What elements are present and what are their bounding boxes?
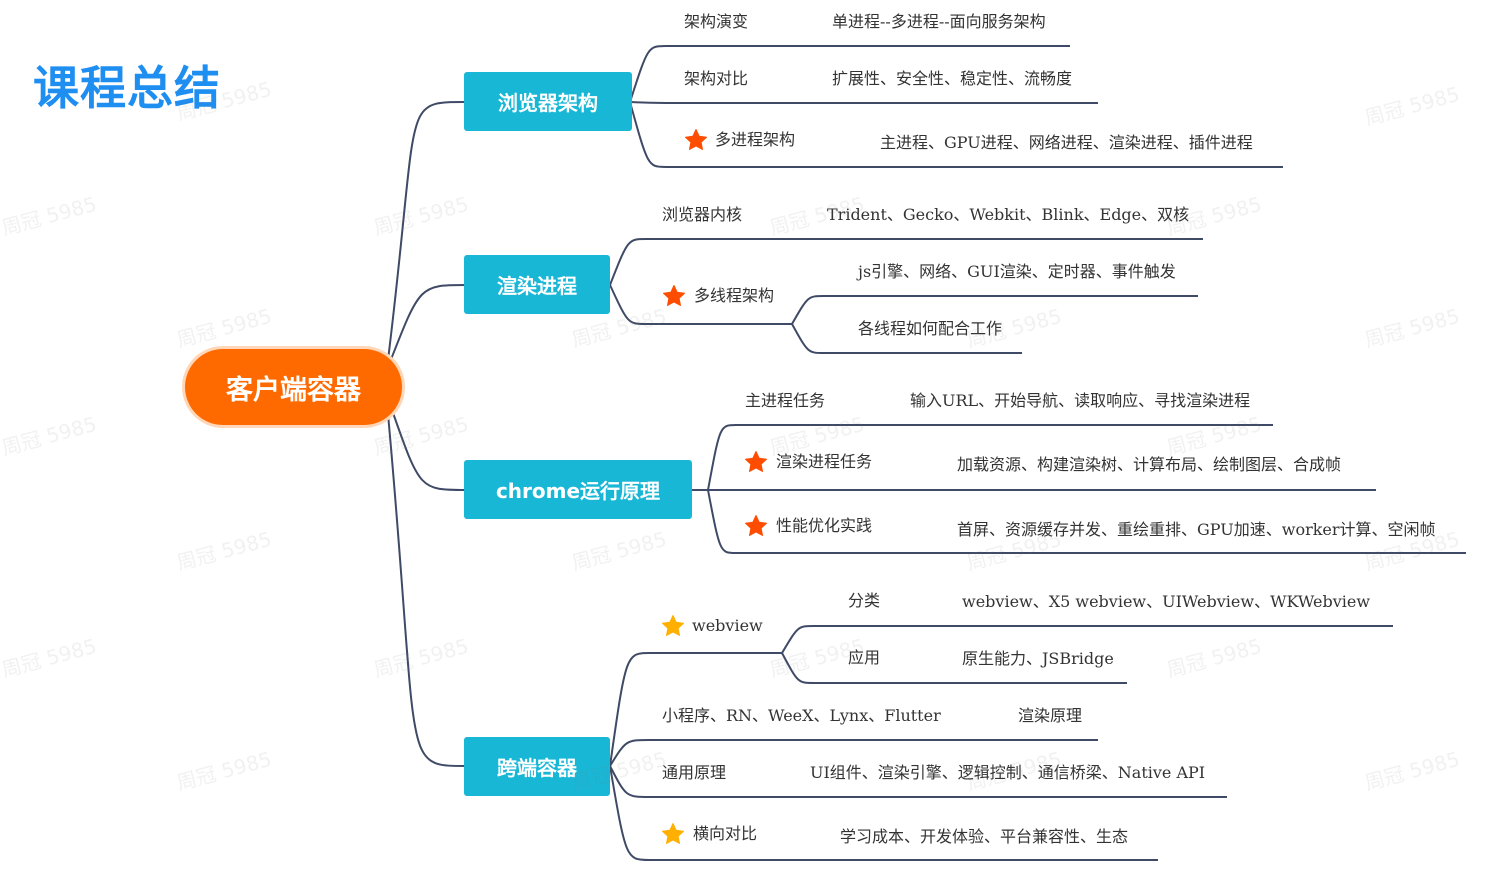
connector-b1-n1	[609, 284, 792, 325]
node-render-process-task[interactable]: 渲染进程任务	[776, 452, 873, 471]
detail-multi-process: 主进程、GPU进程、网络进程、渲染进程、插件进程	[880, 133, 1253, 152]
branch-browser-architecture[interactable]: 浏览器架构	[464, 72, 632, 131]
branch-render-process[interactable]: 渲染进程	[464, 255, 610, 314]
connector-b1-c0	[791, 295, 1198, 325]
node-mini-program[interactable]: 小程序、RN、WeeX、Lynx、Flutter	[662, 706, 941, 725]
root-node[interactable]: 客户端容器	[185, 349, 402, 425]
detail-main-process-task: 输入URL、开始导航、读取响应、寻找渲染进程	[910, 391, 1251, 410]
star-red-icon	[745, 515, 767, 536]
node-arch-compare[interactable]: 架构对比	[684, 69, 749, 88]
connector-b3-c1	[781, 652, 1127, 684]
star-red-icon	[745, 451, 767, 472]
node-webview[interactable]: webview	[692, 616, 763, 635]
detail-thread-cooperation: 各线程如何配合工作	[858, 319, 1003, 338]
star-red-icon	[685, 129, 707, 150]
connector-b0-n1	[629, 101, 1098, 104]
connector-b1-n0	[609, 238, 1203, 286]
detail-webview-category: webview、X5 webview、UIWebview、WKWebview	[962, 592, 1371, 611]
node-webview-category[interactable]: 分类	[848, 591, 881, 610]
detail-webview-application: 原生能力、JSBridge	[962, 649, 1114, 668]
detail-performance: 首屏、资源缓存并发、重绘重排、GPU加速、worker计算、空闲帧	[957, 520, 1436, 539]
connector-root-b1	[389, 284, 467, 363]
node-multi-thread[interactable]: 多线程架构	[694, 286, 775, 305]
node-performance[interactable]: 性能优化实践	[776, 516, 873, 535]
detail-arch-evolution: 单进程--多进程--面向服务架构	[832, 12, 1046, 31]
connector-b3-n2	[609, 765, 1227, 798]
connector-b0-n2	[629, 101, 1283, 168]
connector-b3-n1	[609, 739, 1098, 767]
star-red-icon	[663, 285, 685, 306]
detail-render-process-task: 加载资源、构建渲染树、计算布局、绘制图层、合成帧	[957, 455, 1342, 474]
connector-b2-n2	[707, 489, 1466, 554]
detail-horizontal-compare: 学习成本、开发体验、平台兼容性、生态	[840, 827, 1129, 846]
page-title: 课程总结	[33, 61, 221, 115]
node-main-process-task[interactable]: 主进程任务	[745, 391, 826, 410]
connector-b1-c1	[791, 323, 1022, 354]
branch-chrome-principle[interactable]: chrome运行原理	[464, 460, 692, 519]
detail-browser-kernel: Trident、Gecko、Webkit、Blink、Edge、双核	[827, 205, 1190, 224]
detail-arch-compare: 扩展性、安全性、稳定性、流畅度	[832, 69, 1073, 88]
node-multi-process[interactable]: 多进程架构	[715, 130, 796, 149]
connector-b0-n0	[629, 45, 1070, 103]
connector-b3-n3	[609, 765, 1158, 861]
detail-mini-program: 渲染原理	[1018, 706, 1083, 725]
connector-root-b3	[387, 413, 467, 767]
star-gold-icon	[662, 615, 684, 636]
node-arch-evolution[interactable]: 架构演变	[684, 12, 749, 31]
detail-general-principle: UI组件、渲染引擎、逻辑控制、通信桥梁、Native API	[810, 763, 1206, 782]
detail-thread-list: js引擎、网络、GUI渲染、定时器、事件触发	[858, 262, 1176, 281]
connector-root-b0	[387, 100, 467, 361]
connector-b2-n0	[707, 424, 1273, 491]
node-general-principle[interactable]: 通用原理	[662, 763, 727, 782]
node-horizontal-compare[interactable]: 横向对比	[693, 824, 758, 843]
node-webview-application[interactable]: 应用	[848, 648, 881, 667]
branch-cross-platform[interactable]: 跨端容器	[464, 737, 610, 796]
connector-b3-n0	[609, 652, 782, 767]
connector-root-b2	[391, 409, 467, 491]
connector-b3-c0	[781, 625, 1393, 654]
node-browser-kernel[interactable]: 浏览器内核	[662, 205, 743, 224]
star-gold-icon	[662, 823, 684, 844]
